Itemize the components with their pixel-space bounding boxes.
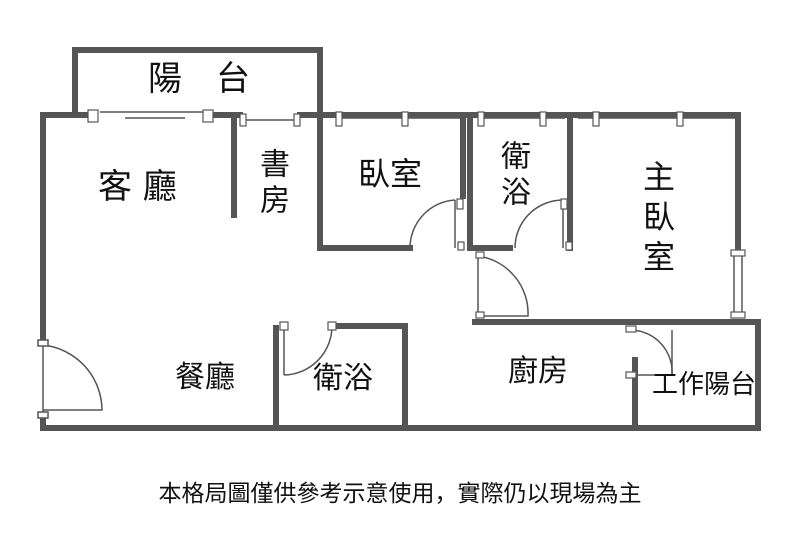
label-utility-balcony: 工作陽台 — [652, 370, 757, 400]
balcony-wall — [72, 47, 323, 118]
disclaimer-text: 本格局圖僅供參考示意使用，實際仍以現場為主 — [158, 481, 642, 507]
label-master-bedroom: 主臥室 — [638, 160, 676, 280]
label-balcony: 陽 台 — [148, 59, 250, 99]
label-kitchen: 廚房 — [508, 354, 568, 389]
label-dining: 餐廳 — [175, 360, 235, 395]
label-bedroom: 臥室 — [358, 155, 423, 193]
label-bath-upper: 衛浴 — [495, 140, 530, 212]
label-bath-lower: 衛浴 — [313, 361, 373, 396]
label-study: 書房 — [254, 148, 289, 220]
label-living-room: 客 廳 — [98, 167, 177, 207]
bath-upper-left — [467, 112, 513, 251]
bath-lower-wall — [273, 323, 408, 431]
bedroom-wall — [317, 112, 413, 251]
